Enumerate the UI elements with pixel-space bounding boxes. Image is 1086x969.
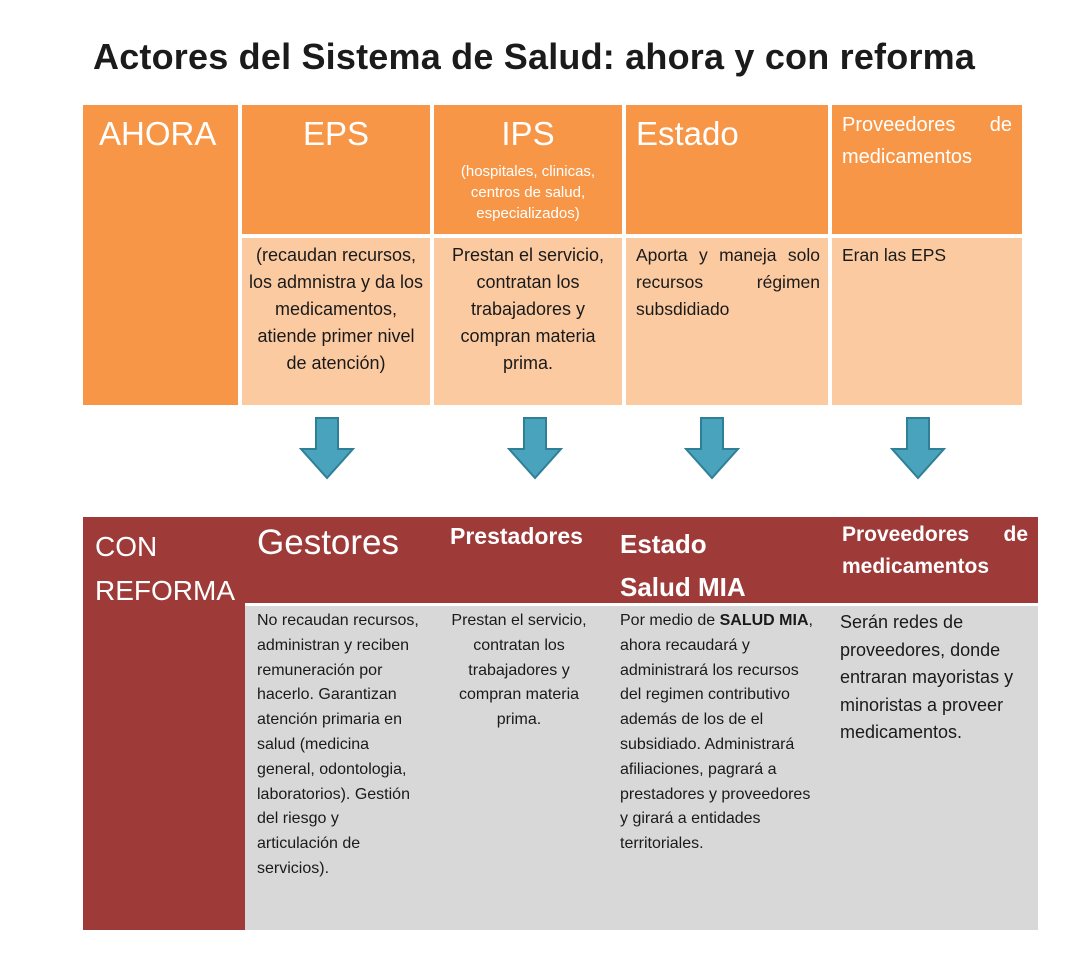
reforma-header-prestadores-title: Prestadores <box>450 523 583 549</box>
arrow-down-icon <box>299 417 355 480</box>
ahora-label-cell: AHORA <box>83 105 238 405</box>
ahora-header-eps: EPS <box>242 105 430 234</box>
ahora-header-ips: IPS (hospitales, clinicas, centros de sa… <box>434 105 622 234</box>
reforma-header-gestores-title: Gestores <box>257 523 399 562</box>
reforma-label-line1: CON <box>95 531 158 562</box>
reforma-desc-proveedores: Serán redes de proveedores, donde entrar… <box>830 606 1038 930</box>
ahora-header-proveedores-title: Proveedores de medicamentos <box>842 114 1012 168</box>
ahora-header-ips-sub: (hospitales, clinicas, centros de salud,… <box>460 163 596 222</box>
reforma-header-estado-line2: Salud MIA <box>620 572 746 602</box>
arrow-down-icon <box>684 417 740 480</box>
reforma-header-estado: Estado Salud MIA <box>608 517 830 603</box>
page-title: Actores del Sistema de Salud: ahora y co… <box>93 36 976 77</box>
ahora-desc-ips: Prestan el servicio, contratan los traba… <box>434 238 622 405</box>
reforma-header-estado-title: Estado Salud MIA <box>608 517 830 609</box>
ahora-label: AHORA <box>99 115 217 152</box>
ahora-header-estado-title: Estado <box>636 115 739 152</box>
ahora-desc-proveedores-text: Eran las EPS <box>842 245 947 265</box>
ahora-header-eps-title: EPS <box>302 115 370 152</box>
reforma-desc-prestadores: Prestan el servicio, contratan los traba… <box>430 606 608 930</box>
ahora-desc-ips-text: Prestan el servicio, contratan los traba… <box>451 245 605 373</box>
reforma-desc-estado-text: Por medio de SALUD MIA, ahora recaudará … <box>608 606 830 857</box>
reforma-desc-gestores: No recaudan recursos, administran y reci… <box>245 606 430 930</box>
reforma-label-line2: REFORMA <box>95 575 235 606</box>
ahora-header-proveedores: Proveedores de medicamentos <box>832 105 1022 234</box>
ahora-desc-estado: Aporta y maneja solo recursos régimen su… <box>626 238 828 405</box>
reforma-header-proveedores-title: Proveedores de medicamentos <box>842 523 1028 578</box>
arrow-down-icon <box>890 417 946 480</box>
reforma-desc-gestores-text: No recaudan recursos, administran y reci… <box>257 612 419 877</box>
reforma-desc-estado-bold: SALUD MIA <box>719 612 809 629</box>
reforma-desc-estado-rest: , ahora recaudará y administrará los rec… <box>620 612 813 853</box>
ahora-desc-estado-text: Aporta y maneja solo recursos régimen su… <box>636 245 820 319</box>
reforma-desc-estado: Por medio de SALUD MIA, ahora recaudará … <box>608 606 830 930</box>
reforma-desc-prestadores-text: Prestan el servicio, contratan los traba… <box>451 612 587 729</box>
reforma-label: CON REFORMA <box>83 517 245 613</box>
ahora-header-ips-title: IPS <box>501 115 555 152</box>
reforma-label-cell: CON REFORMA <box>83 517 245 930</box>
ahora-desc-eps-text: (recaudan recursos, los admnistra y da l… <box>248 245 424 373</box>
reforma-header-estado-line1: Estado <box>620 529 707 559</box>
reforma-desc-proveedores-text: Serán redes de proveedores, donde entrar… <box>840 612 1014 743</box>
reforma-header-gestores: Gestores <box>245 517 430 603</box>
ahora-desc-eps: (recaudan recursos, los admnistra y da l… <box>242 238 430 405</box>
reforma-header-prestadores: Prestadores <box>430 517 608 603</box>
ahora-header-estado: Estado <box>626 105 828 234</box>
reforma-desc-estado-prefix: Por medio de <box>620 612 720 629</box>
arrow-down-icon <box>507 417 563 480</box>
reforma-header-proveedores: Proveedores de medicamentos <box>830 517 1038 603</box>
ahora-desc-proveedores: Eran las EPS <box>832 238 1022 405</box>
